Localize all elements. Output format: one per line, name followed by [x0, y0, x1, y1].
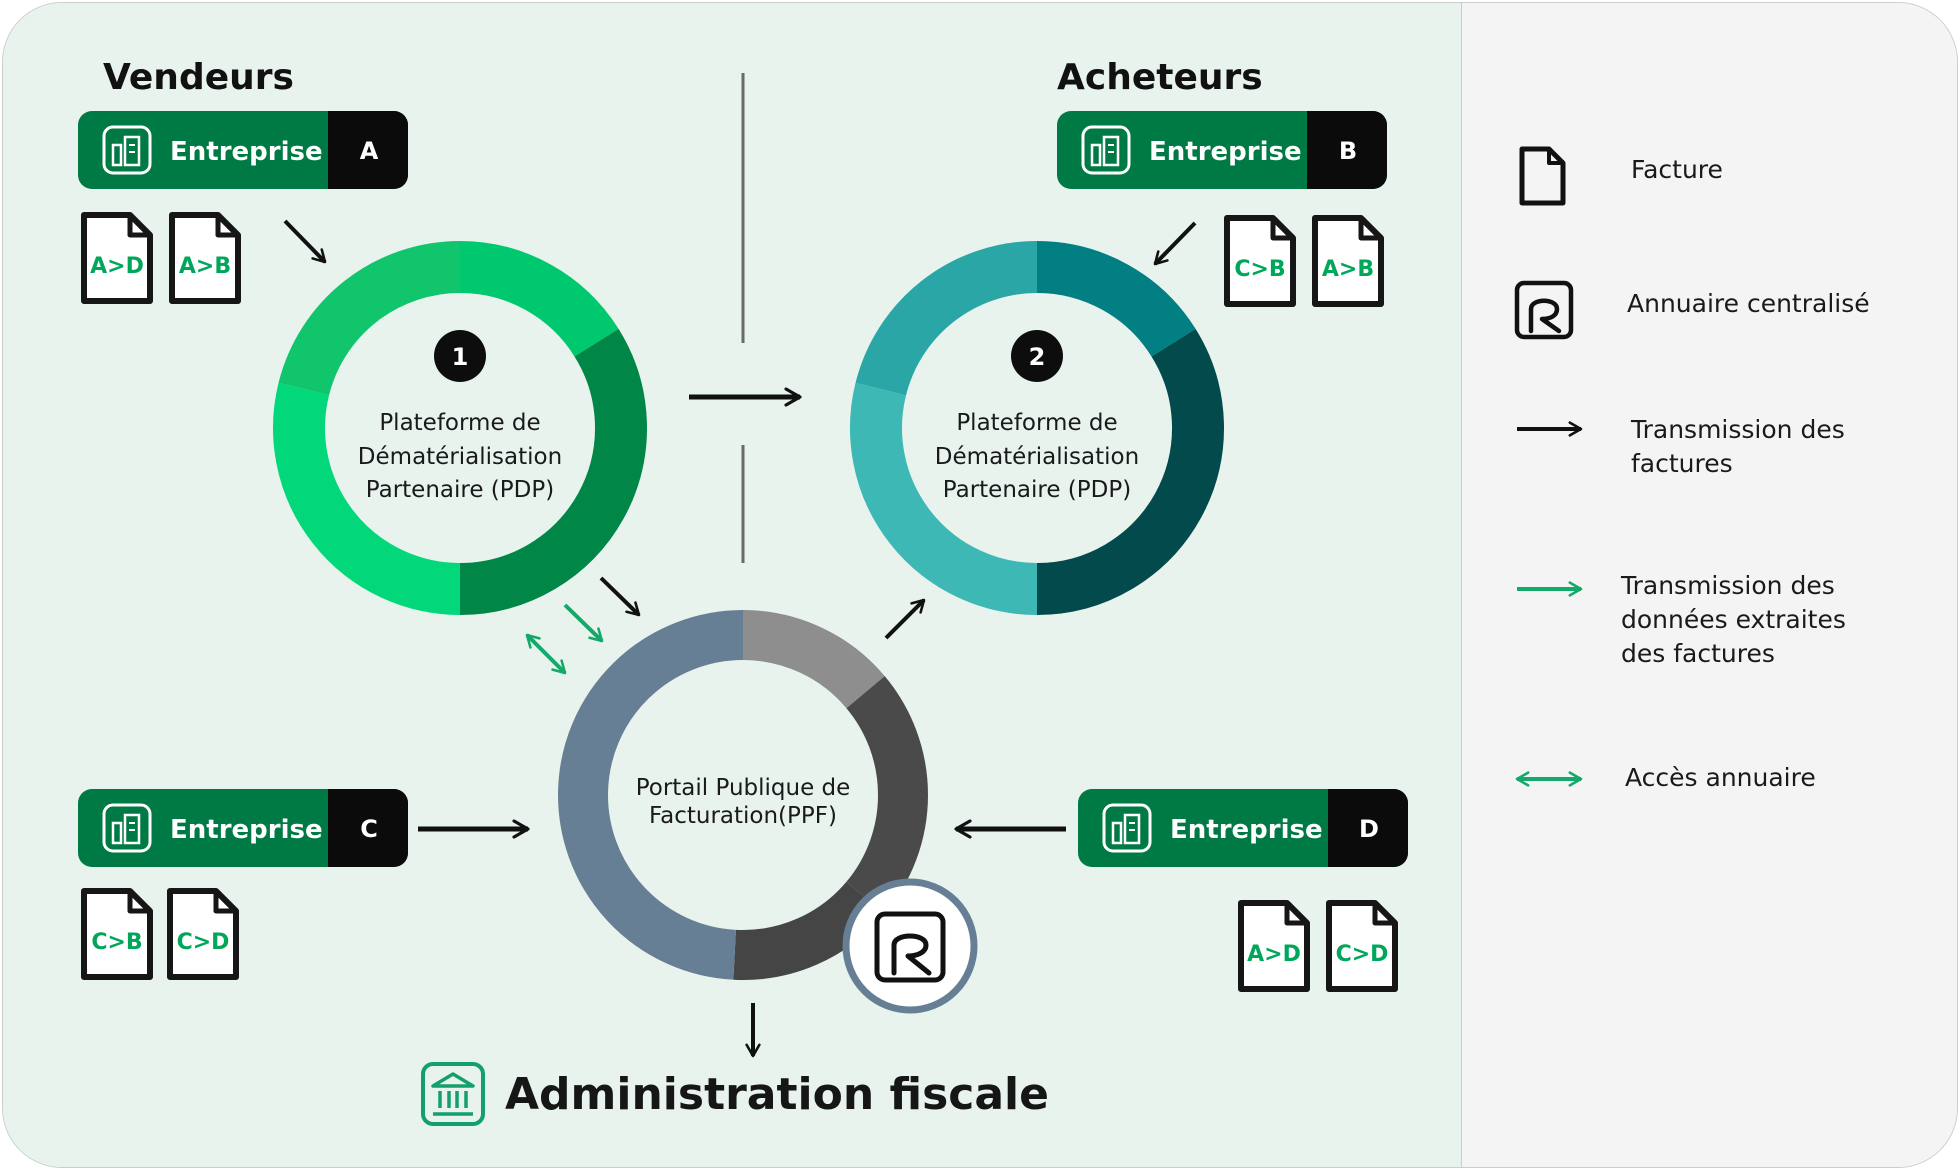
invoice-doc-a-1: A>D [81, 212, 153, 304]
company-pill-d: Entreprise D [1078, 789, 1408, 867]
invoice-doc-d-2: C>D [1326, 900, 1398, 992]
company-pill-c: Entreprise C [78, 789, 408, 867]
ring-pdp1-segment [459, 241, 619, 358]
invoice-doc-a-2: A>B [169, 212, 241, 304]
invoice-label: A>D [1247, 942, 1301, 967]
arrow-b-to-pdp2 [1153, 221, 1197, 266]
company-letter-c: C [360, 815, 378, 843]
document-icon [1519, 146, 1566, 206]
legend-line: des factures [1621, 639, 1775, 668]
pdp-ring-2 [850, 241, 1224, 615]
company-label-b: Entreprise [1149, 137, 1302, 167]
buyers-heading: Acheteurs [1057, 57, 1263, 98]
pdp-2-line-3: Partenaire (PDP) [943, 477, 1131, 503]
invoice-label: C>B [91, 930, 142, 955]
step-number-2: 2 [1029, 343, 1046, 371]
arrow-a-to-pdp1 [283, 219, 327, 264]
arrow-pdp1-to-ppf [599, 576, 641, 617]
pdp-1-line-1: Plateforme de [379, 410, 540, 436]
invoice-doc-b-2: A>B [1312, 215, 1384, 307]
invoice-label: A>B [1322, 257, 1374, 282]
company-label-c: Entreprise [170, 815, 323, 845]
invoice-doc-c-2: C>D [167, 888, 239, 980]
invoice-label: C>D [177, 930, 230, 955]
administration-title: Administration fiscale [505, 1069, 1049, 1120]
invoice-doc-b-1: C>B [1224, 215, 1296, 307]
legend-line: Transmission des [1631, 415, 1845, 444]
invoice-label: C>B [1234, 257, 1285, 282]
arrow-data-pdp1-to-ppf [563, 603, 604, 643]
pdp-2-label: 2 Plateforme de Dématérialisation Parten… [935, 330, 1139, 503]
building-icon [1102, 803, 1152, 853]
pdp-ring-1 [273, 241, 647, 615]
step-number-badge-2 [1011, 330, 1063, 382]
company-letter-a: A [360, 137, 379, 165]
invoice-doc-c-1: C>B [81, 888, 153, 980]
directory-icon [1514, 280, 1574, 340]
legend-label-invoice-transmission: Transmission des factures [1631, 413, 1845, 481]
legend-line: Annuaire centralisé [1627, 289, 1870, 318]
legend-line: Accès annuaire [1625, 763, 1816, 792]
pdp-1-label: 1 Plateforme de Dématérialisation Parten… [358, 330, 562, 503]
ring-pdp1-segment [278, 241, 461, 396]
pdp-2-line-1: Plateforme de [956, 410, 1117, 436]
administration-block: Administration fiscale [421, 1062, 1049, 1126]
invoice-label: A>D [90, 254, 144, 279]
legend-line: factures [1631, 449, 1733, 478]
flow-panel: Vendeurs Acheteurs Entreprise A [3, 3, 1462, 1167]
arrow-directory-access [525, 633, 567, 675]
ring-pdp1-segment [459, 328, 647, 615]
ppf-line-1: Portail Publique de [636, 775, 851, 801]
pdp-1-line-3: Partenaire (PDP) [366, 477, 554, 503]
ring-pdp1-segment [273, 382, 461, 615]
directory-icon [874, 911, 946, 983]
bank-icon [421, 1062, 485, 1126]
building-icon [1081, 125, 1131, 175]
legend-label-data-transmission: Transmission des données extraites des f… [1621, 569, 1846, 671]
legend-icons [1514, 146, 1583, 787]
invoice-label: C>D [1336, 942, 1389, 967]
legend-line: Facture [1631, 155, 1723, 184]
ppf-line-2: Facturation(PPF) [649, 803, 837, 829]
sellers-heading: Vendeurs [103, 57, 294, 98]
pdp-2-line-2: Dématérialisation [935, 444, 1139, 470]
invoice-label: A>B [179, 254, 231, 279]
building-icon [102, 803, 152, 853]
company-pill-a: Entreprise A [78, 111, 408, 189]
legend-line: Transmission des [1621, 571, 1835, 600]
arrow-ppf-to-pdp2 [884, 598, 926, 640]
ring-pdp2-segment [855, 241, 1038, 396]
company-label-a: Entreprise [170, 137, 323, 167]
flow-canvas: Vendeurs Acheteurs Entreprise A [78, 57, 1408, 1126]
ring-pdp2-segment [850, 382, 1038, 615]
invoice-doc-d-1: A>D [1238, 900, 1310, 992]
step-number-badge-1 [434, 330, 486, 382]
legend-line: données extraites [1621, 605, 1846, 634]
directory-badge [842, 878, 978, 1014]
legend-label-directory: Annuaire centralisé [1627, 287, 1870, 321]
ring-ppf-segment [558, 610, 744, 980]
company-letter-d: D [1359, 815, 1379, 843]
pdp-1-line-2: Dématérialisation [358, 444, 562, 470]
step-number-1: 1 [452, 343, 469, 371]
ring-ppf-segment [742, 610, 885, 709]
ring-pdp2-segment [1036, 328, 1224, 615]
legend-panel: Facture Annuaire centralisé Transmission… [1463, 3, 1957, 1167]
ring-ppf-segment [846, 676, 928, 914]
ppf-label: Portail Publique de Facturation(PPF) [636, 775, 851, 829]
company-label-d: Entreprise [1170, 815, 1323, 845]
company-pill-b: Entreprise B [1057, 111, 1387, 189]
legend-label-directory-access: Accès annuaire [1625, 761, 1816, 795]
company-letter-b: B [1339, 137, 1357, 165]
building-icon [102, 125, 152, 175]
ring-pdp2-segment [1036, 241, 1196, 358]
legend-label-invoice: Facture [1631, 153, 1723, 187]
